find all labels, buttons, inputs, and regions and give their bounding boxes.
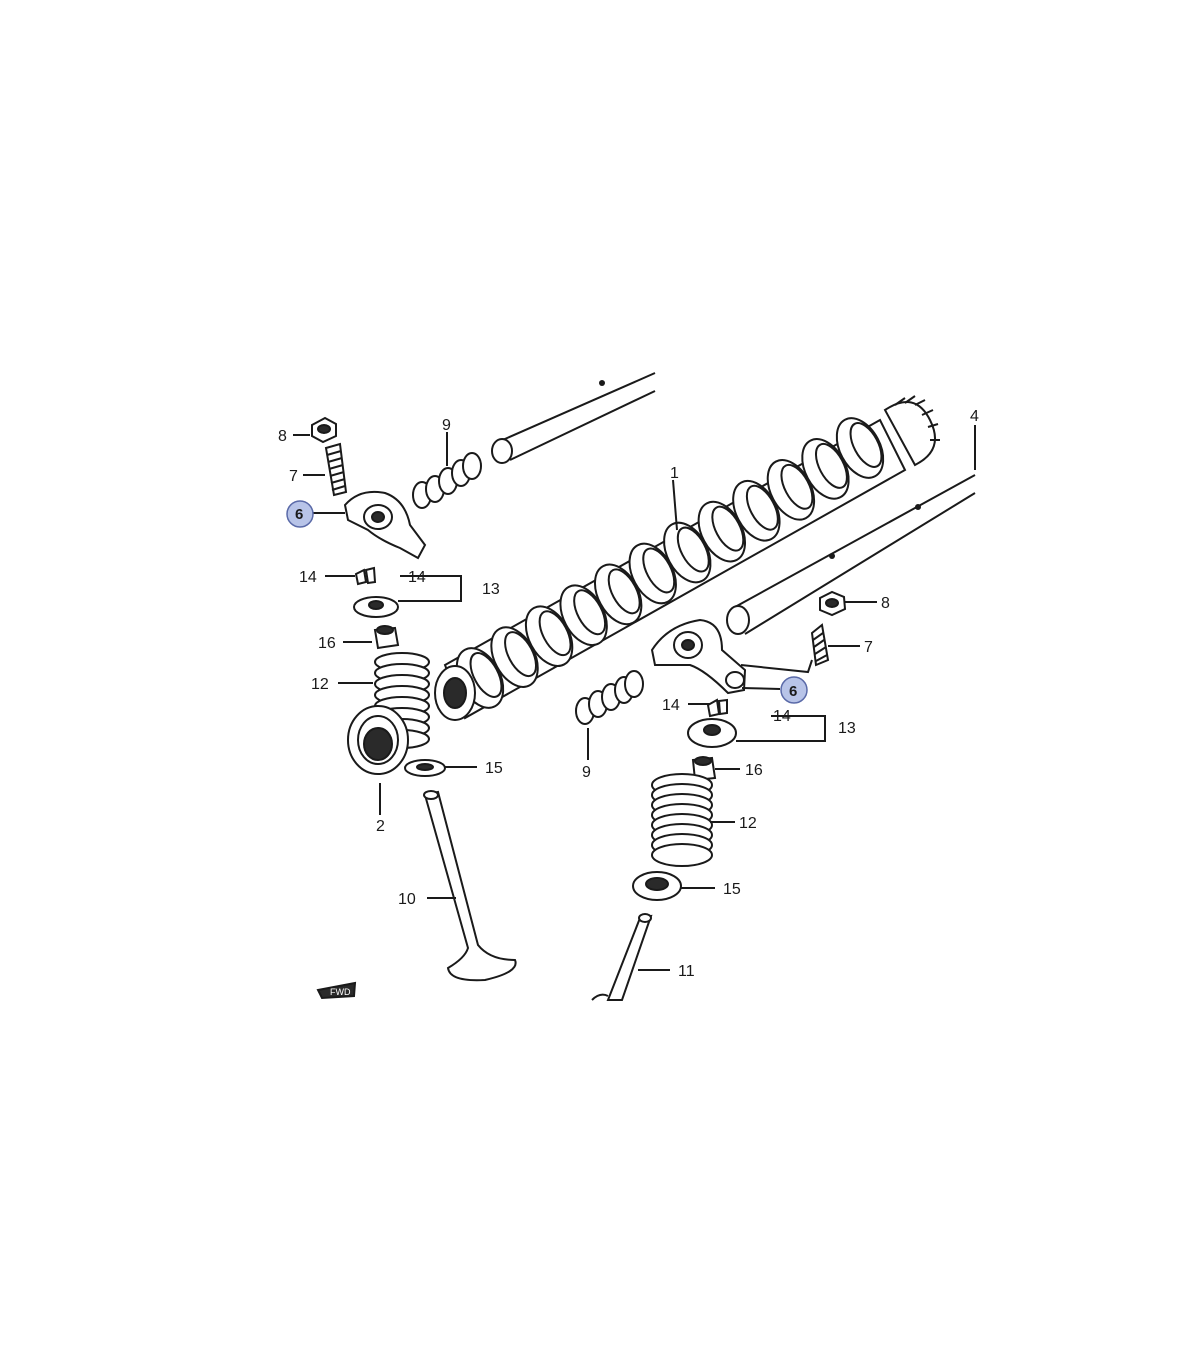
leader-lines [293,432,877,971]
valve-stem-seal-left [373,625,400,650]
callout-15-left: 15 [485,760,503,777]
callout-6-right[interactable]: 6 [789,683,797,700]
spring-seat-left [404,759,446,777]
callout-9-lower: 9 [582,764,591,781]
callout-11: 11 [678,963,695,980]
spring-seat-right [632,871,682,901]
callout-10: 10 [398,891,416,908]
cam-lobe [697,500,747,563]
valve-cotters-left [354,566,377,586]
cam-lobe [628,542,677,605]
rocker-arm-left [343,490,427,560]
callout-14-b: 14 [408,569,426,586]
highlight-6-left[interactable] [286,500,314,528]
intake-valve [591,913,653,1001]
spring-retainer-right [687,718,737,748]
callout-6-left[interactable]: 6 [295,506,303,523]
camshaft-oil-seal [347,705,409,775]
callout-4: 4 [970,408,979,425]
adjusting-screw-right [810,623,830,667]
callout-7-right: 7 [864,639,873,656]
callout-14-c: 14 [662,697,680,714]
spring-retainer-left [353,596,399,618]
cam-lobe [835,417,885,479]
spring-small-right [575,670,644,725]
adjusting-nut-left [311,416,337,444]
adjusting-screw-left [324,442,348,497]
adjusting-nut-right [819,590,847,617]
spring-small-left [412,452,482,509]
camshaft [434,395,940,721]
callout-13-left: 13 [482,581,500,598]
callout-15-right: 15 [723,881,741,898]
rocker-shaft-right [726,425,976,635]
callout-9-upper: 9 [442,417,451,434]
exhaust-valve [423,790,517,982]
callout-16-left: 16 [318,635,336,652]
callout-8-right: 8 [881,595,890,612]
rocker-arm-right [650,618,747,695]
callout-16-right: 16 [745,762,763,779]
callout-12-left: 12 [311,676,329,693]
valve-spring-right [651,773,713,867]
callout-14-d: 14 [773,708,791,725]
callout-13-right: 13 [838,720,856,737]
callout-1: 1 [670,465,679,482]
callout-8-left: 8 [278,428,287,445]
cam-lobe [524,605,574,667]
callout-2: 2 [376,818,385,835]
cam-lobe [766,459,816,521]
spring-coil [651,843,713,867]
callout-14-a: 14 [299,569,317,586]
valve-stem-seal-right [691,756,717,782]
arrow-stamp-icon: FWD [330,987,351,997]
highlight-6-right[interactable] [780,676,808,704]
callout-12-right: 12 [739,815,757,832]
callout-7-left: 7 [289,468,298,485]
valve-cotters-right [706,698,728,718]
fwd-stamp: FWD [316,981,357,1000]
rocker-shaft-upper [491,372,656,464]
